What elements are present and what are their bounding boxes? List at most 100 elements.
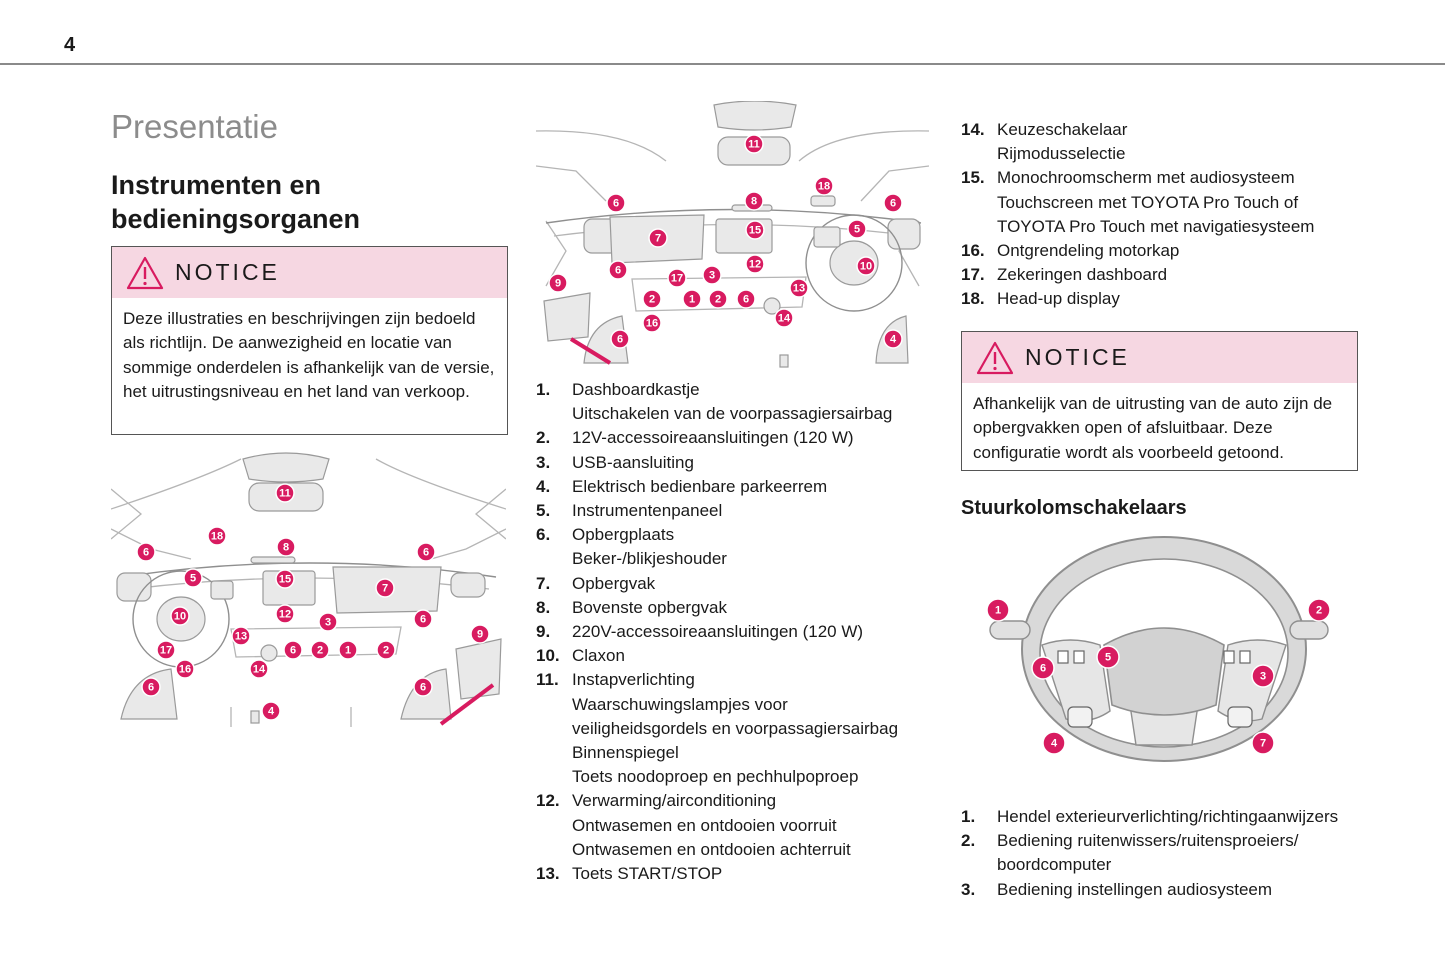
item-number: 7. [536, 573, 551, 593]
notice-text: Afhankelijk van de uitrusting van de aut… [973, 394, 1333, 462]
list-item: 18.Head-up display [961, 287, 1361, 311]
callout-number: 6 [420, 682, 426, 694]
callout-badge: 6 [610, 329, 630, 349]
item-text: Opbergvak [572, 573, 656, 593]
item-text: Claxon [572, 646, 625, 666]
item-text: Monochroomscherm met audiosysteem [997, 168, 1295, 188]
callout-badge: 10 [170, 606, 190, 626]
callout-number: 6 [890, 198, 896, 210]
warning-icon [976, 341, 1014, 375]
item-text: Zekeringen dashboard [997, 265, 1168, 285]
callout-number: 10 [860, 261, 872, 273]
callout-number: 11 [279, 488, 291, 500]
callout-badge: 6 [283, 640, 303, 660]
callout-badge: 18 [207, 526, 227, 546]
callout-number: 5 [1105, 652, 1111, 664]
section-title: Presentatie [111, 108, 278, 145]
callout-number: 1 [689, 294, 695, 306]
callout-badge: 14 [249, 659, 269, 679]
callout-badge: 11 [275, 483, 295, 503]
callout-number: 15 [749, 225, 761, 237]
item-text: Keuzeschakelaar [997, 120, 1128, 139]
item-number: 1. [961, 807, 976, 826]
item-number: 4. [536, 476, 551, 496]
callout-number: 14 [253, 664, 266, 676]
callout-badge: 3 [318, 612, 338, 632]
callout-number: 6 [420, 614, 426, 626]
callout-number: 9 [477, 629, 483, 641]
item-text: Bediening ruitenwissers/ruitensproeiers/ [997, 831, 1299, 851]
callout-number: 2 [649, 294, 655, 306]
callout-badge: 1 [986, 598, 1010, 622]
item-number: 18. [961, 289, 985, 309]
item-text: Touchscreen met TOYOTA Pro Touch of [997, 192, 1299, 212]
callout-number: 6 [148, 682, 154, 694]
list-item: 16.Ontgrendeling motorkap [961, 239, 1361, 263]
callout-number: 6 [290, 645, 296, 657]
item-number: 5. [536, 501, 551, 521]
callout-badge: 2 [310, 640, 330, 660]
list-item: 1. Hendel exterieurverlichting/richtingaa… [961, 805, 1381, 829]
callout-number: 6 [615, 265, 621, 277]
callout-badge: 2 [376, 640, 396, 660]
list-item: 2.12V-accessoireaansluitingen (120 W) [536, 426, 936, 450]
notice-label: NOTICE [175, 259, 280, 285]
callout-badge: 6 [416, 542, 436, 562]
callout-number: 4 [268, 706, 275, 718]
callout-badge: 16 [642, 313, 662, 333]
item-number: 14. [961, 120, 985, 139]
callout-number: 1 [995, 605, 1001, 617]
item-number: 12. [536, 791, 560, 811]
callout-number: 13 [793, 283, 805, 295]
callout-number: 17 [671, 273, 683, 285]
item-number: 9. [536, 622, 551, 642]
callout-number: 4 [890, 334, 897, 346]
callout-badge: 16 [175, 659, 195, 679]
callout-badge: 18 [814, 176, 834, 196]
callout-number: 4 [1051, 738, 1058, 750]
callout-number: 5 [854, 224, 860, 236]
item-text: Ontwasemen en ontdooien voorruit [572, 815, 837, 835]
callout-number: 15 [279, 574, 291, 586]
item-text: Verwarming/airconditioning [572, 791, 777, 811]
item-number: 10. [536, 646, 560, 666]
callout-number: 7 [1260, 738, 1266, 750]
notice-header: NOTICE [962, 332, 1357, 383]
item-text: Dashboardkastje [572, 380, 700, 399]
callout-number: 2 [715, 294, 721, 306]
callout-badge: 12 [745, 254, 765, 274]
item-text: Toets noodoproep en pechhulpoproep [572, 767, 859, 787]
callout-number: 18 [211, 531, 223, 543]
item-number: 17. [961, 265, 985, 285]
item-number: 1. [536, 380, 551, 399]
callout-number: 6 [143, 547, 149, 559]
item-number: 3. [536, 452, 551, 472]
callout-badge: 3 [1251, 664, 1275, 688]
item-number: 11. [536, 670, 559, 690]
callout-number: 7 [655, 233, 661, 245]
callout-badge: 6 [883, 193, 903, 213]
callout-badge: 6 [736, 289, 756, 309]
callout-badge: 13 [789, 278, 809, 298]
callout-number: 2 [383, 645, 389, 657]
callout-badge: 5 [847, 219, 867, 239]
item-text: Ontwasemen en ontdooien achterruit [572, 839, 851, 859]
item-text: Hendel exterieurverlichting/richtingaanw… [997, 807, 1339, 826]
steering-heading: Stuurkolomschakelaars [961, 497, 1187, 519]
callout-badge: 6 [413, 677, 433, 697]
callout-badge: 6 [141, 677, 161, 697]
callout-badge: 2 [642, 289, 662, 309]
callout-number: 13 [235, 631, 247, 643]
list-item: 13.Toets START/STOP [536, 862, 936, 886]
callout-badge: 15 [275, 569, 295, 589]
item-text: Waarschuwingslampjes voor [572, 694, 788, 714]
callout-number: 6 [423, 547, 429, 559]
item-text: TOYOTA Pro Touch met navigatiesysteem [997, 216, 1315, 236]
